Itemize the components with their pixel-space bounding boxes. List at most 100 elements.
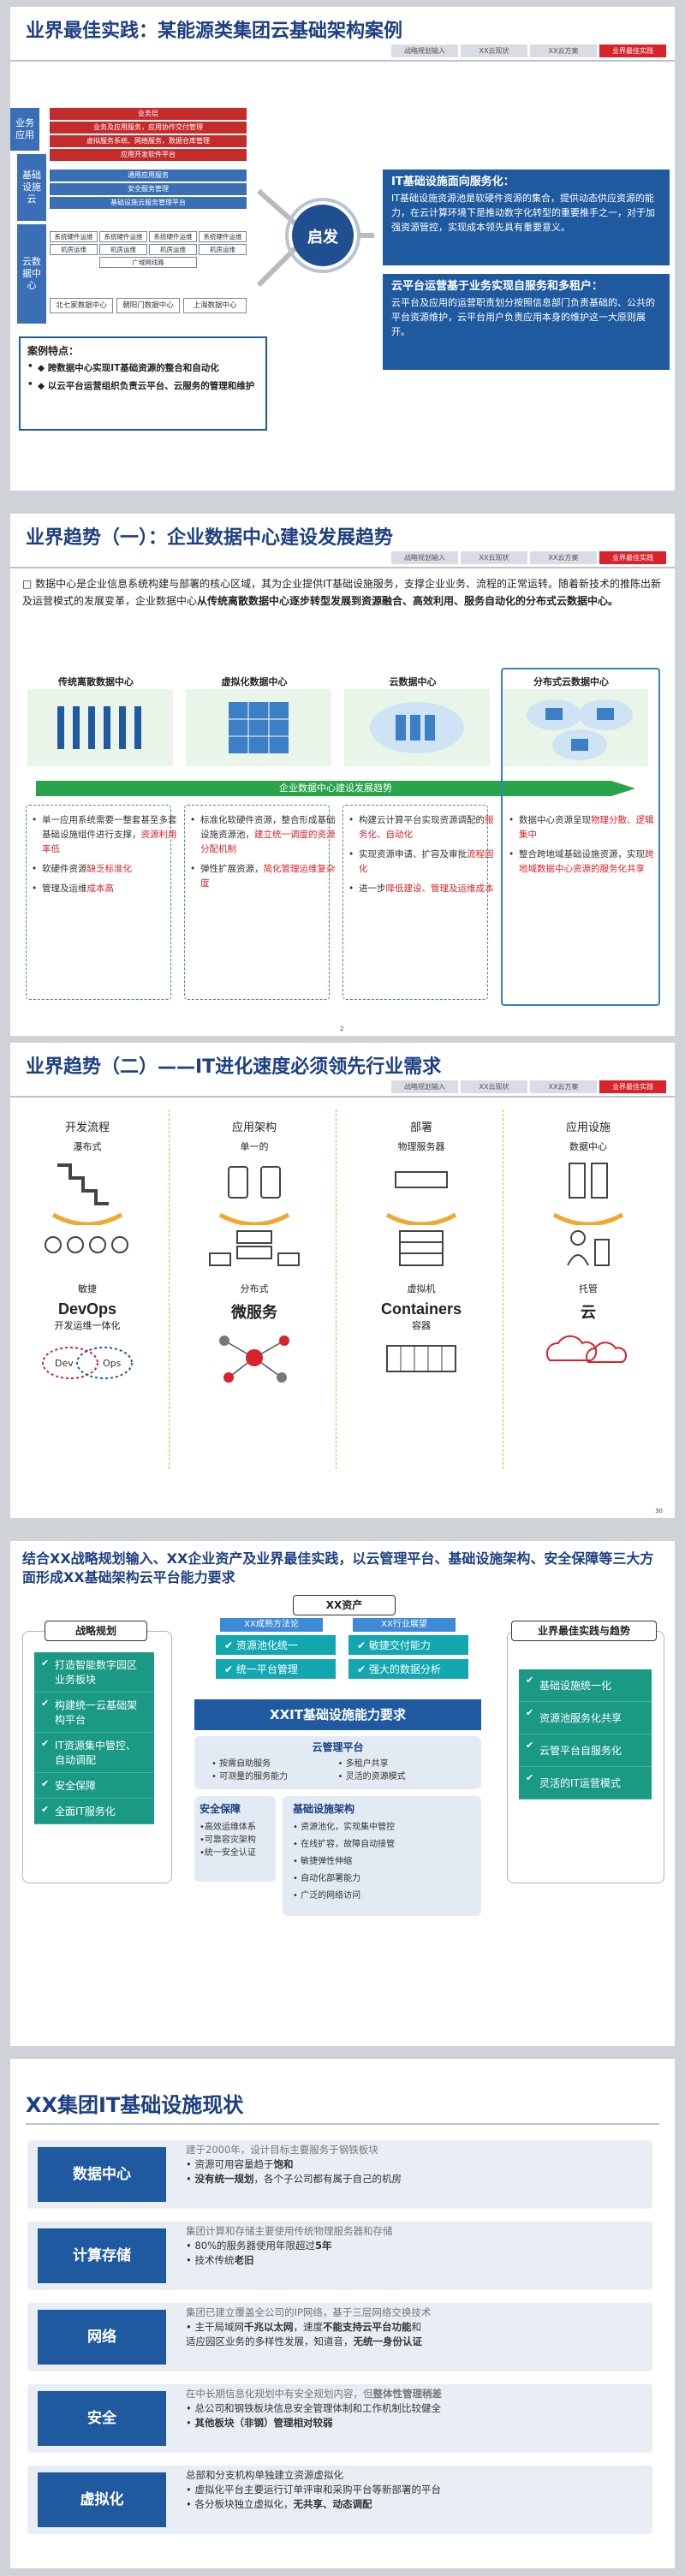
asset-head: XX资产 [293,1595,396,1615]
practice-item: 云管平台自服务化 [519,1734,652,1767]
grid-cell: 机房运维 [149,244,197,255]
stage-desc: 标准化软硬件资源，整合形成基础设施资源池，建立统一调度的资源分配机制 弹性扩展资… [190,813,336,896]
asset-tag: XX行业展望 [353,1618,456,1632]
security-box: 安全保障 •高效运维体系 •可靠容灾架构 •统一安全认证 [194,1796,276,1882]
hosting-icon [537,1228,640,1270]
server-icon [370,1157,473,1225]
divider [10,1096,675,1098]
slide-dc-trend: 业界趋势（一）：企业数据中心建设发展趋势 战略规划输入 XX云现状 XX云方案 … [10,514,675,1036]
infra-item: • 在线扩容，故障自动接管 [293,1836,471,1853]
column-divider [336,1110,337,1469]
waterfall-icon [36,1157,139,1225]
dc-box: 北七家数据中心 [50,298,113,313]
column-big: DevOps [36,1300,139,1318]
page-number: 30 [655,1508,663,1514]
nav-tab[interactable]: 战略规划输入 [391,551,458,564]
nav-tab[interactable]: 战略规划输入 [391,45,458,57]
slide-requirements: 结合XX战略规划输入、XX企业资产及业界最佳实践，以云管理平台、基础设施架构、安… [10,1541,675,2046]
grid-cell: 机房运维 [50,244,98,255]
insight-box: IT基础设施面向服务化：IT基础设施资源池是软硬件资源的集合，提供动态供应资源的… [383,170,670,265]
nav-tab-active[interactable]: 业界最佳实践 [599,551,666,564]
nav-tab[interactable]: XX云现状 [461,45,527,57]
column-divider [169,1110,170,1469]
strategy-list: 打造智能数字园区业务板块 构建统一云基础架构平台 IT资源集中管控、自动调配 安… [34,1652,154,1824]
arch-bar: 业务及应用服务，应用协作交付管理 [50,122,247,134]
column-mid: 敏捷 [36,1282,139,1295]
status-row-label: 安全 [38,2391,166,2446]
column-head: 应用架构 [203,1118,306,1134]
slide-title: 业界趋势（一）：企业数据中心建设发展趋势 [26,522,393,550]
security-item: •可靠容灾架构 [200,1832,271,1845]
column-sub: 物理服务器 [370,1139,473,1153]
strategy-item: 构建统一云基础架构平台 [34,1693,154,1733]
status-row-label: 网络 [38,2310,166,2365]
grid-cell: 机房运维 [99,244,147,255]
nav-tab[interactable]: XX云方案 [530,45,597,57]
arch-bar: 业务层 [50,108,247,120]
dc-box: 朝阳门数据中心 [116,298,180,313]
strategy-item: 安全保障 [34,1773,154,1799]
datacenter-icon [537,1157,640,1225]
grid-cell: 系统硬件运维 [149,231,197,242]
evolution-column: 部署 物理服务器 虚拟机 Containers 容器 [370,1118,473,1383]
security-title: 安全保障 [200,1801,271,1816]
case-box: 案例特点： ◆ 跨数据中心实现IT基础资源的整合和自动化 ◆ 以云平台运营组织负… [19,336,267,431]
column-mid: 托管 [537,1282,640,1295]
stage-label: 传统离散数据中心 [27,675,164,688]
nav-tab-active[interactable]: 业界最佳实践 [599,1080,666,1093]
strategy-item: 全面IT服务化 [34,1799,154,1824]
section-nav: 战略规划输入 XX云现状 XX云方案 业界最佳实践 [391,1080,666,1093]
case-item: ◆ 跨数据中心实现IT基础资源的整合和自动化 [27,361,259,374]
container-icon [370,1337,473,1380]
center-label: 启发 [297,225,348,247]
nav-tab[interactable]: XX云方案 [530,551,597,564]
status-row-label: 虚拟化 [38,2472,166,2527]
slide-title: XX集团IT基础设施现状 [26,2088,243,2118]
nav-tab[interactable]: XX云方案 [530,1080,597,1093]
column-sub: 单一的 [203,1139,306,1153]
practice-head: 业界最佳实践与趋势 [511,1621,657,1641]
practice-item: 基础设施统一化 [519,1669,652,1702]
grid-cell: 系统硬件运维 [199,231,247,242]
security-item: •统一安全认证 [200,1845,271,1858]
distributed-icon [203,1228,306,1270]
dc-box: 上海数据中心 [183,298,247,313]
asset-item: ✔ 资源池化统一 [216,1635,336,1655]
infra-item: • 敏捷弹性伸缩 [293,1853,471,1871]
infra-item: • 广泛的网络访问 [293,1888,471,1905]
grid-cell: 机房运维 [199,244,247,255]
slide-it-evolution: 业界趋势（二）——IT进化速度必须领先行业需求 战略规划输入 XX云现状 XX云… [10,1043,675,1518]
grid-cell: 系统硬件运维 [99,231,147,242]
slide-title: 业界最佳实践：某能源类集团云基础架构案例 [26,15,402,43]
trend-arrow-label: 企业数据中心建设发展趋势 [279,782,392,794]
column-sub: 瀑布式 [36,1139,139,1153]
stage-label: 云数据中心 [344,675,481,688]
cloud-mgmt-item: • 可测量的服务能力 [211,1770,338,1783]
status-row-text: 集团已建立覆盖全公司的IP网络，基于三层网络交换技术 • 主干局域网千兆以太网，… [186,2305,631,2349]
evolution-column: 应用架构 单一的 分布式 微服务 [203,1118,306,1390]
status-row-text: 总部和分支机构单独建立资源虚拟化 • 虚拟化平台主要运行订单评审和采购平台等新部… [186,2468,631,2512]
arch-bar: 基础设施云服务管理平台 [50,197,247,209]
column-head: 开发流程 [36,1118,139,1134]
practice-item: 资源池服务化共享 [519,1702,652,1734]
section-nav: 战略规划输入 XX云现状 XX云方案 业界最佳实践 [391,45,666,57]
monolith-icon [203,1157,306,1225]
arch-bar: 安全服务管理 [50,183,247,195]
case-title: 案例特点： [27,343,259,358]
status-row-text: 在中长期信息化规划中有安全规划内容，但整体性管理稍差 • 总公司和钢铁板块信息安… [186,2387,631,2430]
nav-tab[interactable]: XX云现状 [461,1080,527,1093]
column-head: 应用设施 [537,1118,640,1134]
nav-tab[interactable]: XX云现状 [461,551,527,564]
asset-item: ✔ 统一平台管理 [216,1659,336,1679]
insight-box: 云平台运营基于业务实现自服务和多租户：云平台及应用的运营职责划分按照信息部门负责… [383,274,670,370]
section-nav: 战略规划输入 XX云现状 XX云方案 业界最佳实践 [391,551,666,564]
microservice-icon [203,1328,306,1388]
stage-label: 虚拟化数据中心 [186,675,323,688]
column-sub: 数据中心 [537,1139,640,1153]
asset-item: ✔ 敏捷交付能力 [348,1635,468,1655]
devops-dev: Dev [55,1358,74,1369]
stage-desc: 数据中心资源呈现物理分散、逻辑集中 整合跨地域基础设施资源，实现跨地域数据中心资… [509,813,654,882]
nav-tab[interactable]: 战略规划输入 [391,1080,458,1093]
page-number: 2 [340,1026,343,1032]
nav-tab-active[interactable]: 业界最佳实践 [599,45,666,57]
